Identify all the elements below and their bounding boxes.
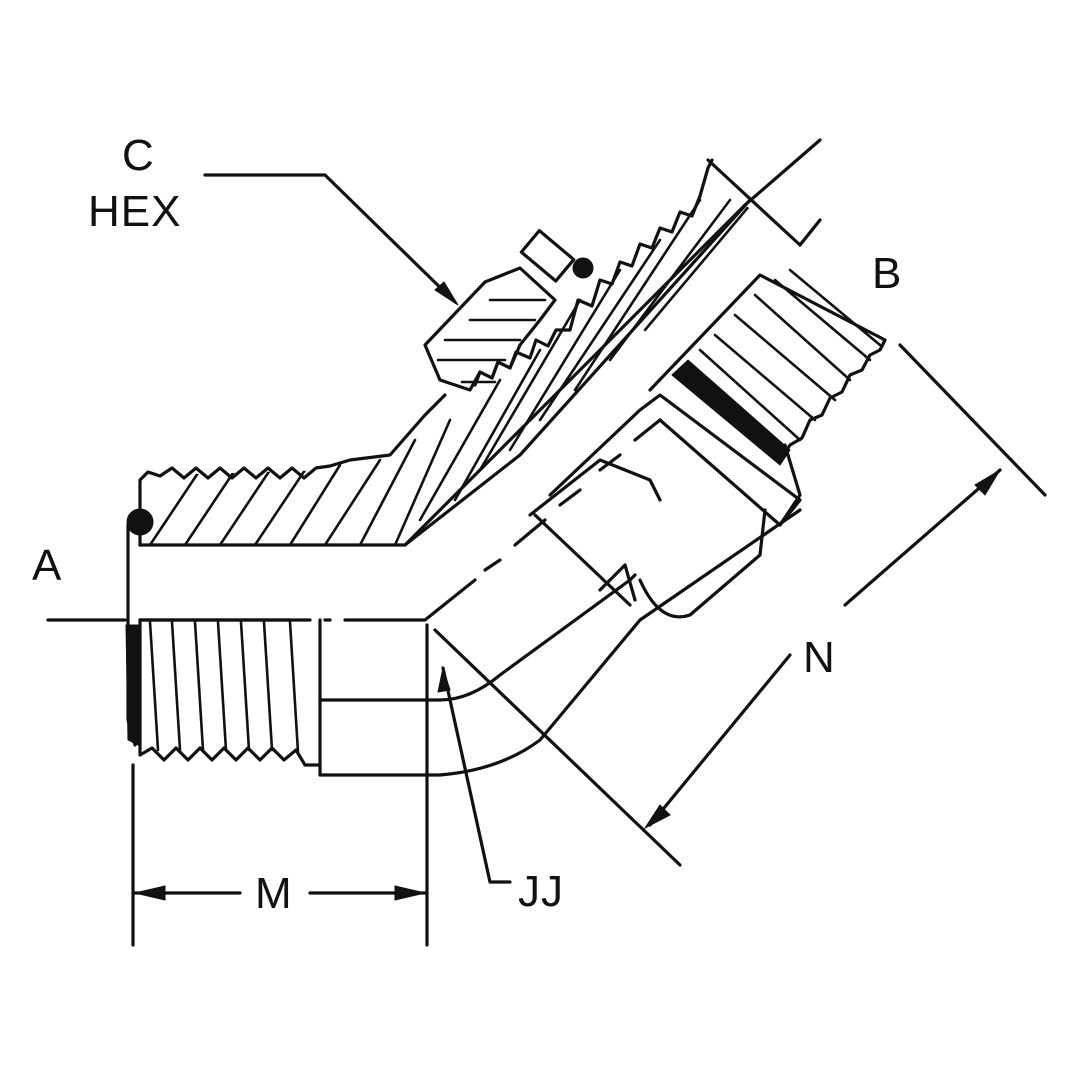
label-c: C xyxy=(122,131,155,180)
port-b-thread xyxy=(648,218,887,527)
leader-c-hex xyxy=(203,173,459,306)
label-hex: HEX xyxy=(88,187,182,236)
label-port-b: B xyxy=(872,249,903,298)
label-port-a: A xyxy=(32,541,63,590)
port-a-thread xyxy=(125,508,442,777)
elbow-passage xyxy=(438,393,802,777)
dimension-m xyxy=(131,623,429,947)
hex-nut xyxy=(423,229,594,392)
leader-jj xyxy=(437,666,512,884)
label-dim-jj: JJ xyxy=(518,867,564,916)
label-dim-m: M xyxy=(255,869,293,918)
dimension-n xyxy=(433,343,1047,867)
body-section-hatched xyxy=(138,138,822,547)
label-dim-n: N xyxy=(803,633,836,682)
